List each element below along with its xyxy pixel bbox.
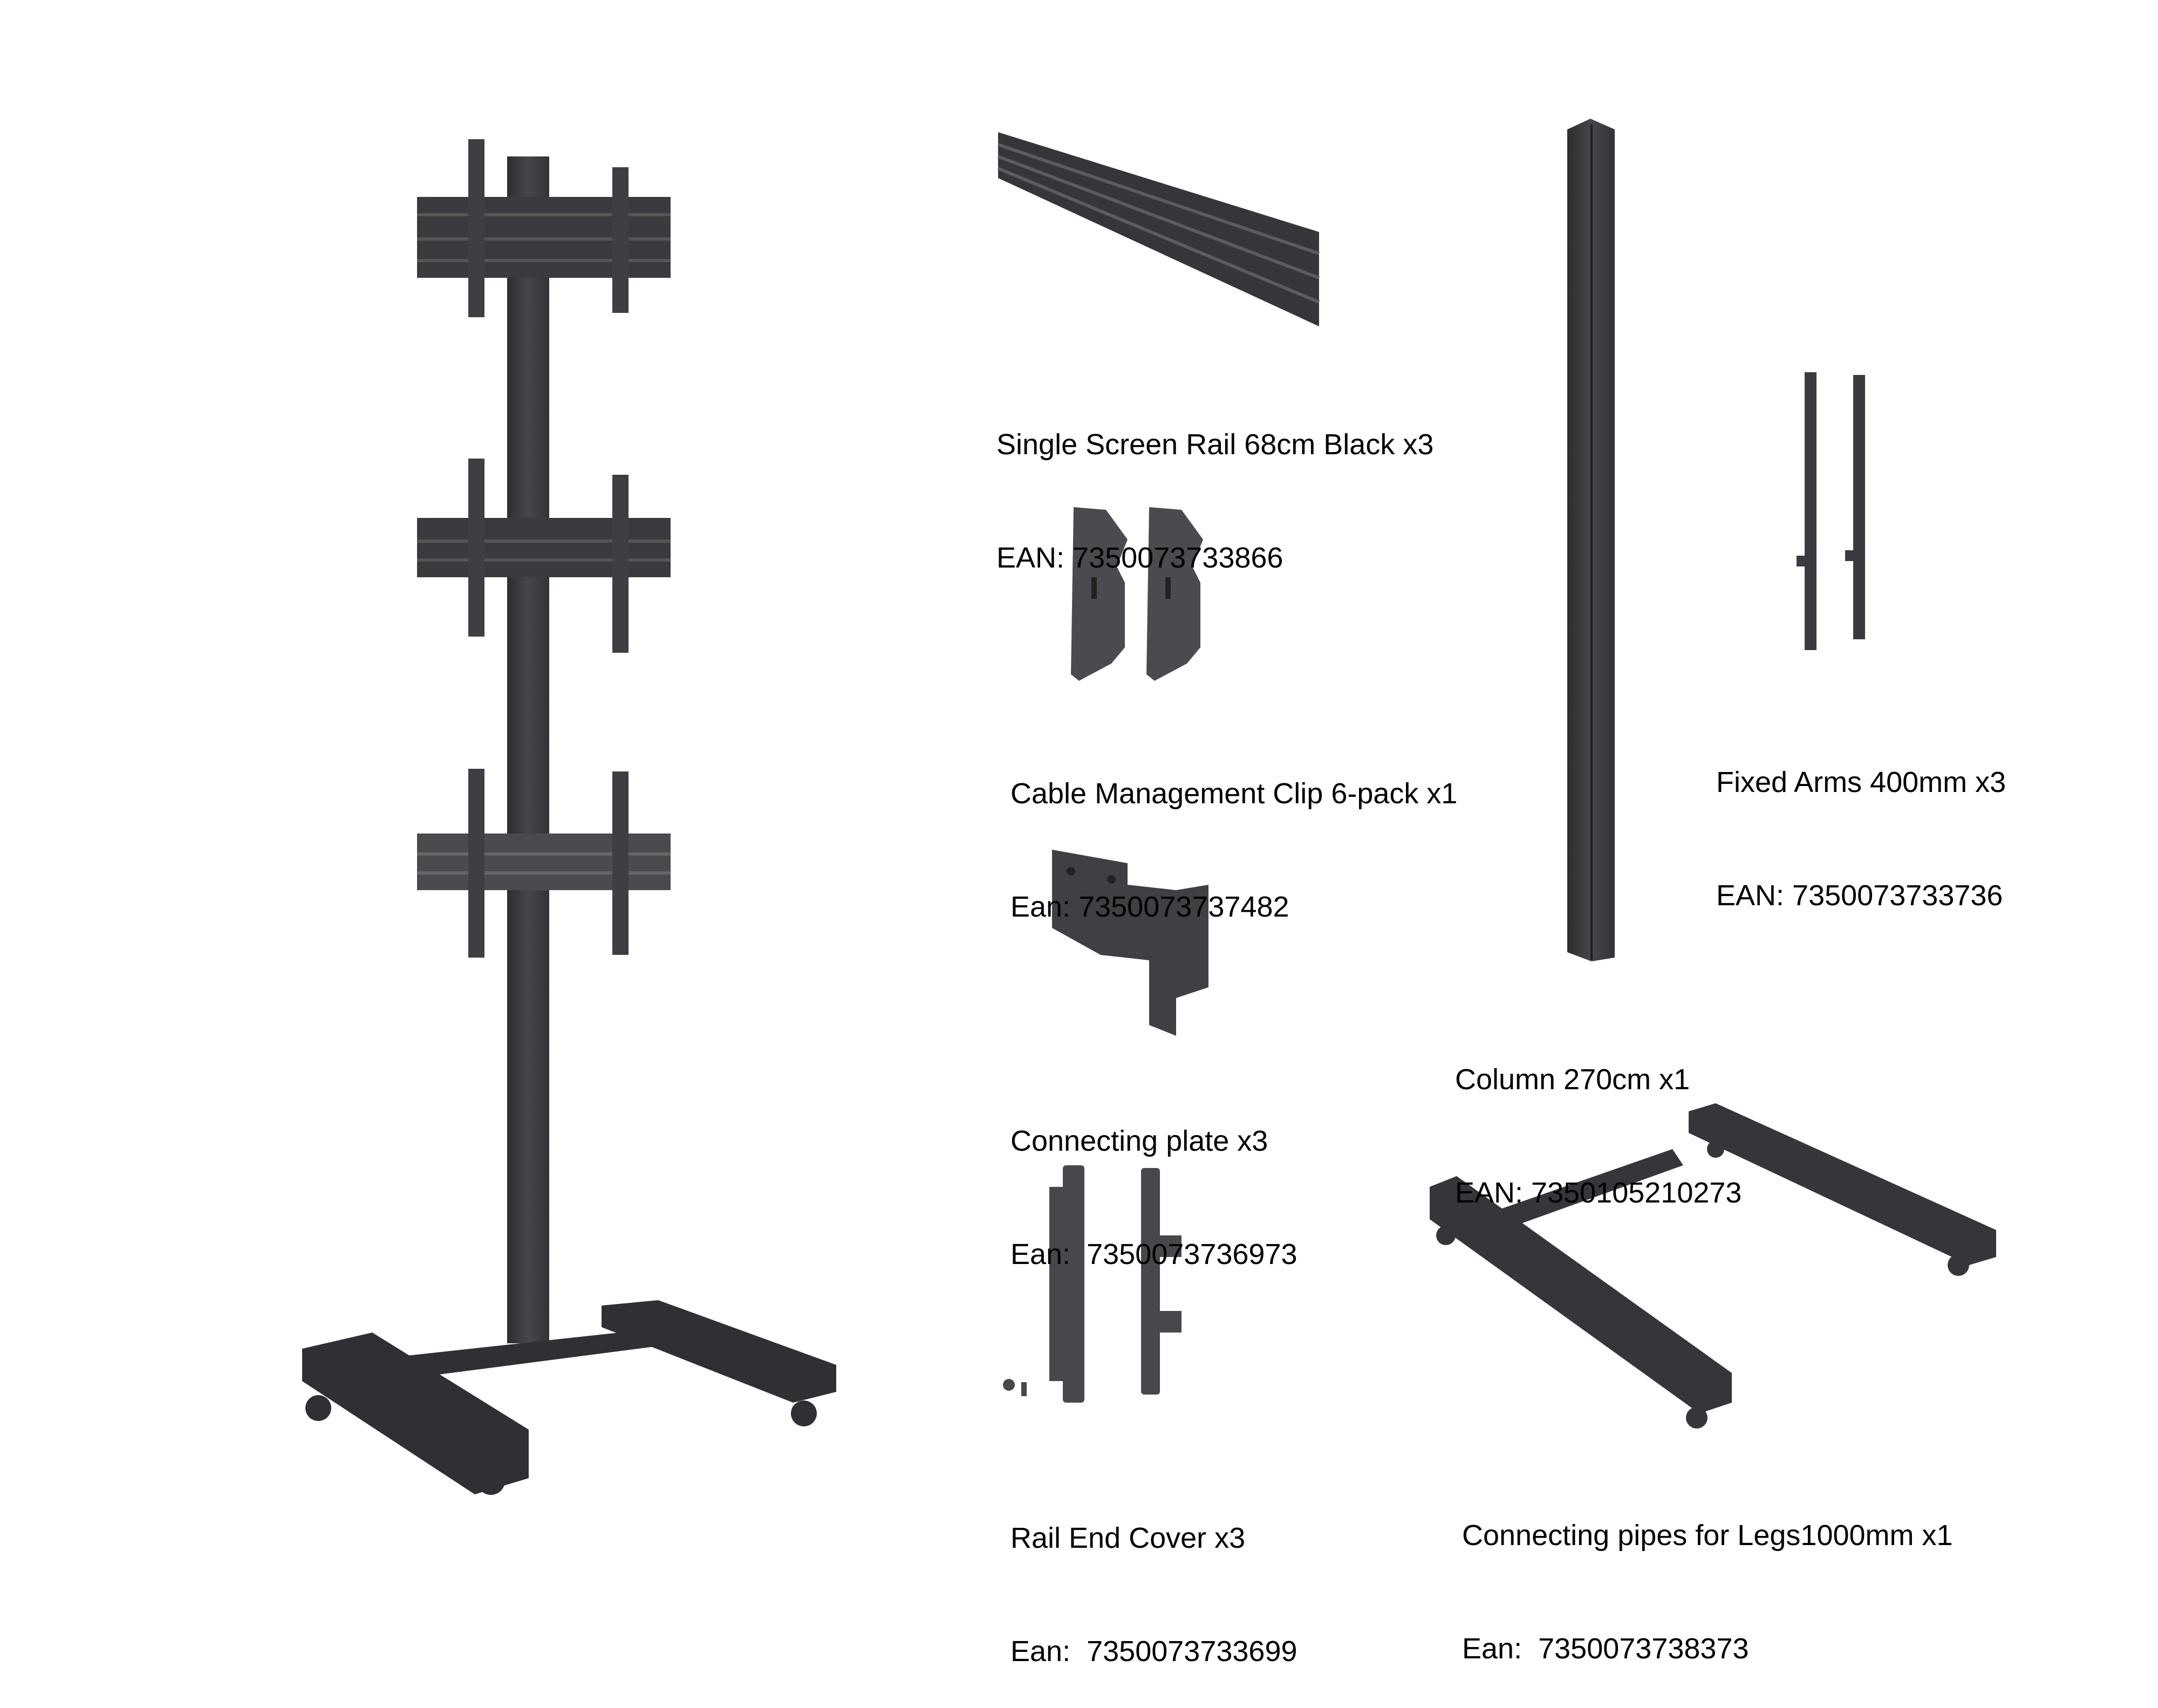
- rail-end-cover-image: [1003, 1165, 1182, 1403]
- screen-rail-image: [997, 132, 1320, 326]
- product-name: Connecting plate x3: [1010, 1125, 1268, 1157]
- stand-rail-top: [417, 197, 671, 278]
- stand-arms: [468, 139, 629, 958]
- product-label-cable-clip: Cable Management Clip 6-pack x1 Ean: 735…: [1010, 699, 1457, 964]
- stand-base: [302, 1300, 836, 1495]
- legs-image: [1430, 1103, 1996, 1429]
- product-name: Single Screen Rail 68cm Black x3: [996, 428, 1434, 461]
- stand-rail-middle: [417, 518, 671, 577]
- product-label-screen-rail: Single Screen Rail 68cm Black x3 EAN: 73…: [996, 350, 1433, 614]
- assembled-stand-image: [302, 139, 836, 1495]
- product-name: Connecting pipes for Legs1000mm x1: [1462, 1519, 1953, 1552]
- product-illustrations: [302, 119, 1996, 1495]
- product-label-column: Column 270cm x1 EAN: 7350105210273: [1455, 985, 1742, 1249]
- product-label-legs: Connecting pipes for Legs1000mm x1 Ean: …: [1462, 1441, 1953, 1705]
- product-ean: EAN: 7350105210273: [1455, 1177, 1742, 1209]
- product-ean: EAN: 7350073733866: [996, 542, 1283, 574]
- cable-clip-image: [1071, 507, 1203, 681]
- product-ean: Ean: 7350073737482: [1010, 891, 1289, 923]
- product-label-rail-end-cover: Rail End Cover x3 Ean: 7350073733699: [1010, 1444, 1297, 1708]
- product-name: Rail End Cover x3: [1010, 1522, 1246, 1554]
- product-ean: Ean: 7350073738373: [1462, 1632, 1749, 1665]
- product-ean: Ean: 7350073733699: [1010, 1635, 1297, 1668]
- connecting-plate-image: [1052, 850, 1208, 1036]
- product-label-connecting-plate: Connecting plate x3 Ean: 7350073736973: [1010, 1047, 1297, 1311]
- product-name: Column 270cm x1: [1455, 1063, 1690, 1096]
- product-ean: Ean: 7350073736973: [1010, 1238, 1297, 1270]
- product-label-fixed-arms: Fixed Arms 400mm x3 EAN: 7350073733736: [1716, 688, 2006, 952]
- product-ean: EAN: 7350073733736: [1716, 879, 2003, 912]
- product-name: Cable Management Clip 6-pack x1: [1010, 777, 1458, 810]
- product-name: Fixed Arms 400mm x3: [1716, 766, 2006, 798]
- stand-rail-bottom: [417, 833, 671, 890]
- fixed-arms-image: [1797, 372, 1865, 650]
- column-image: [1567, 119, 1615, 961]
